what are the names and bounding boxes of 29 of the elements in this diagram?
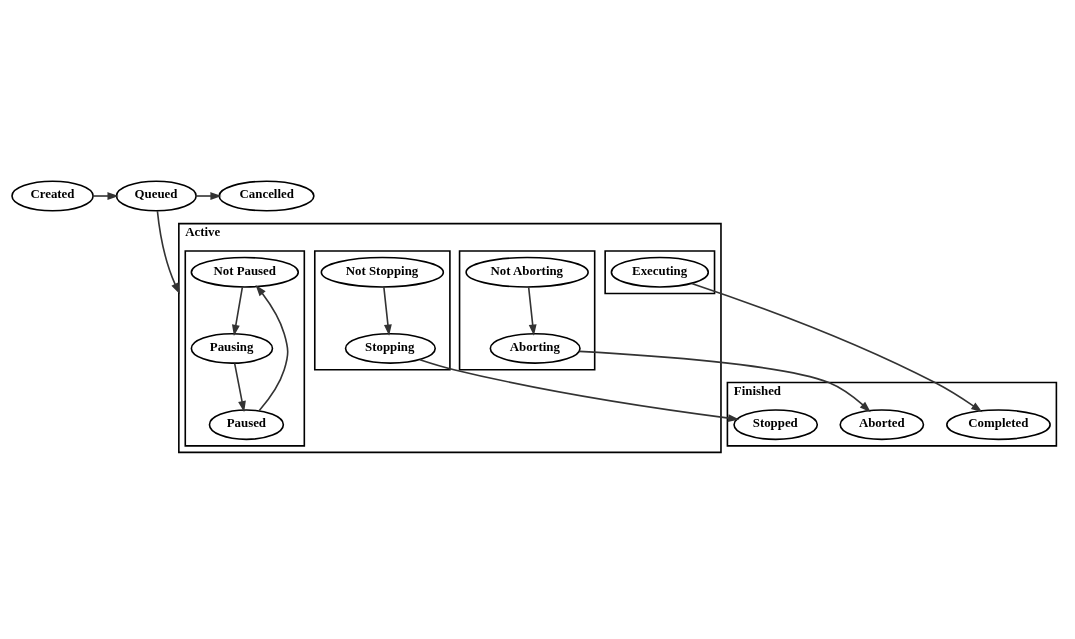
- node-ellipse: Aborting: [489, 332, 581, 364]
- node-ellipse: Paused: [208, 408, 285, 440]
- arrow: [255, 284, 289, 411]
- arrow: [527, 285, 537, 336]
- node-ellipse: Not Paused: [190, 256, 300, 288]
- node-ellipse: Cancelled: [218, 180, 315, 211]
- node-ellipse: Not Stopping: [320, 256, 445, 288]
- node-ellipse: Completed: [946, 408, 1051, 440]
- arrow: [156, 209, 180, 294]
- arrow: [233, 362, 246, 412]
- node-ellipse: Stopping: [344, 332, 436, 364]
- arrow: [578, 350, 871, 412]
- node-ellipse: Stopped: [733, 408, 819, 440]
- arrow: [92, 191, 119, 200]
- node-ellipse: Not Aborting: [465, 256, 589, 288]
- arrow: [195, 191, 222, 200]
- node-ellipse: Executing: [610, 256, 710, 288]
- node-ellipse: Created: [11, 180, 94, 211]
- arrow: [383, 285, 392, 336]
- arrow: [231, 285, 244, 336]
- cluster: [604, 249, 716, 294]
- node-ellipse: Pausing: [190, 332, 274, 364]
- node-ellipse: Queued: [115, 180, 197, 211]
- cluster: [184, 249, 306, 447]
- node-ellipse: Aborted: [839, 408, 925, 440]
- arrow: [419, 358, 740, 422]
- cluster: [458, 249, 596, 370]
- cluster: [313, 249, 451, 370]
- arrow: [690, 282, 983, 412]
